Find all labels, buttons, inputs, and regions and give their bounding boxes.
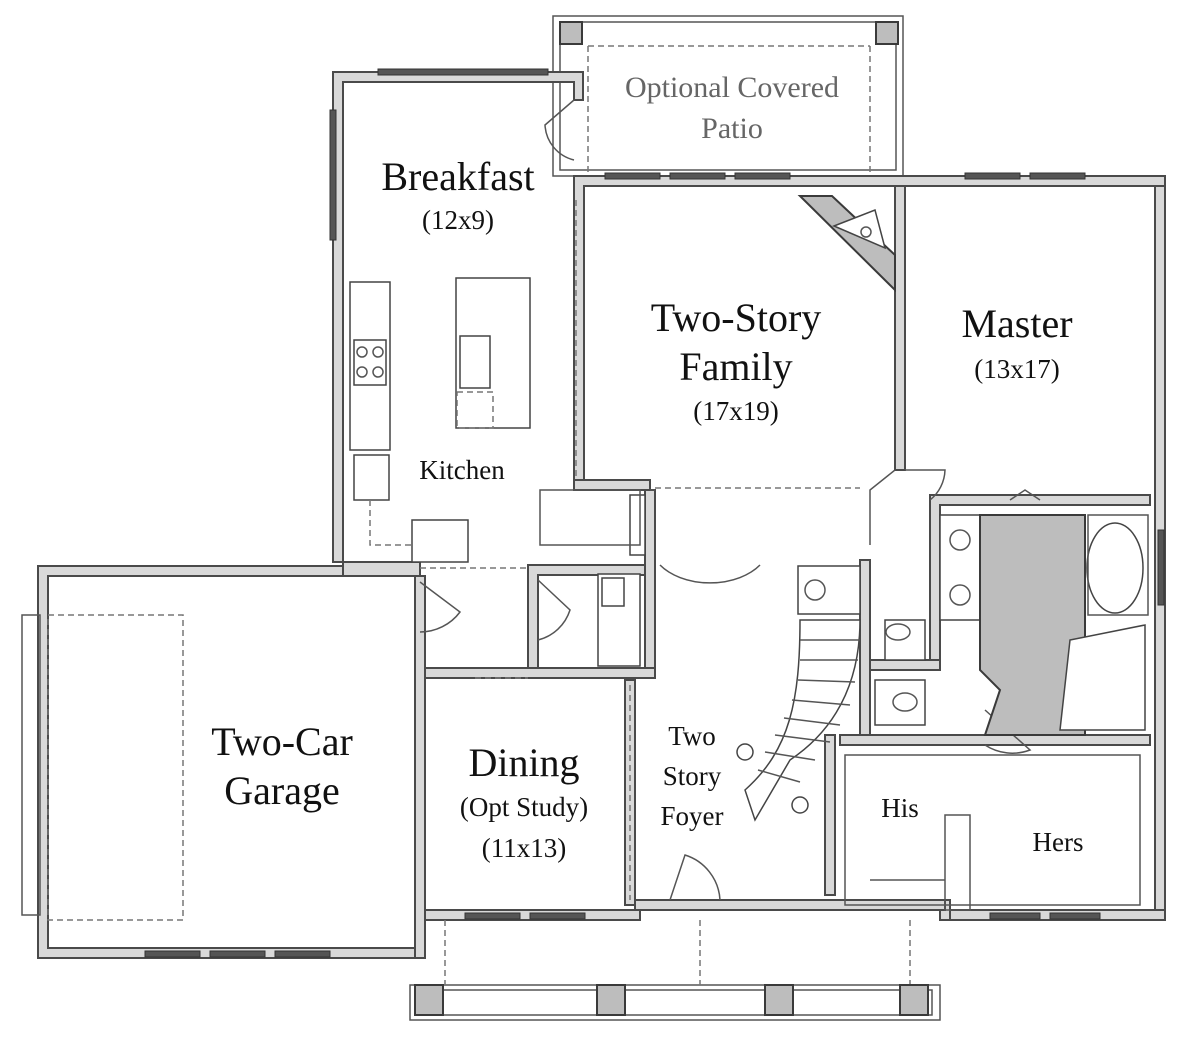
sink-icon: [459, 335, 491, 389]
garage-label-line2: Garage: [224, 768, 339, 813]
master-bath: [874, 514, 1149, 736]
breakfast-size: (12x9): [422, 205, 494, 235]
toilet-icon: [884, 619, 926, 661]
patio-label-line2: Patio: [701, 112, 763, 145]
newel-post-icon: [736, 743, 754, 761]
master-size: (13x17): [974, 354, 1059, 384]
vanity: [939, 514, 981, 621]
family-label-line1: Two-Story: [651, 295, 822, 340]
family-label-line2: Family: [679, 344, 792, 389]
sink-icon: [949, 584, 971, 606]
column-icon: [559, 21, 583, 45]
room-labels: Optional Covered Patio Breakfast (12x9) …: [211, 71, 1083, 863]
sink-icon: [949, 529, 971, 551]
dining-label: Dining: [468, 740, 579, 785]
washer-icon: [601, 577, 625, 607]
patio-door: [544, 99, 575, 161]
staircase: [736, 565, 861, 822]
cooktop-icon: [353, 339, 387, 386]
master-label: Master: [961, 301, 1072, 346]
windows: [144, 68, 1165, 958]
foyer-label-line2: Story: [663, 761, 722, 791]
dining-note: (Opt Study): [460, 792, 588, 822]
laundry-area: [539, 489, 646, 667]
family-size: (17x19): [693, 396, 778, 426]
patio-label-line1: Optional Covered: [625, 71, 839, 104]
breakfast-label: Breakfast: [381, 154, 534, 199]
garage-label-line1: Two-Car: [211, 719, 353, 764]
refrigerator-icon: [353, 454, 390, 501]
column-icon: [764, 984, 794, 1016]
column-icon: [875, 21, 899, 45]
front-porch: [409, 920, 941, 1021]
toilet-icon: [874, 679, 926, 726]
family-features: [650, 195, 896, 545]
kitchen-label: Kitchen: [419, 455, 505, 485]
room-dividers: [420, 200, 631, 900]
wet-area-shade: [979, 514, 1086, 736]
foyer-label-line3: Foyer: [661, 801, 724, 831]
front-door: [669, 854, 721, 901]
foyer-label-line1: Two: [668, 721, 716, 751]
bathtub-icon: [1086, 522, 1144, 614]
column-icon: [414, 984, 444, 1016]
shower-icon: [1059, 624, 1146, 731]
his-closet-label: His: [881, 793, 919, 823]
walk-in-closets: [844, 754, 1141, 911]
column-icon: [596, 984, 626, 1016]
kitchen-fixtures: [349, 277, 531, 563]
dining-size: (11x13): [482, 833, 566, 863]
newel-post-icon: [791, 796, 809, 814]
doors: [419, 99, 1041, 901]
oven-icon: [411, 519, 469, 563]
hers-closet-label: Hers: [1033, 827, 1084, 857]
garage-door: [21, 614, 184, 921]
column-icon: [899, 984, 929, 1016]
fireplace-icon: [797, 195, 896, 293]
